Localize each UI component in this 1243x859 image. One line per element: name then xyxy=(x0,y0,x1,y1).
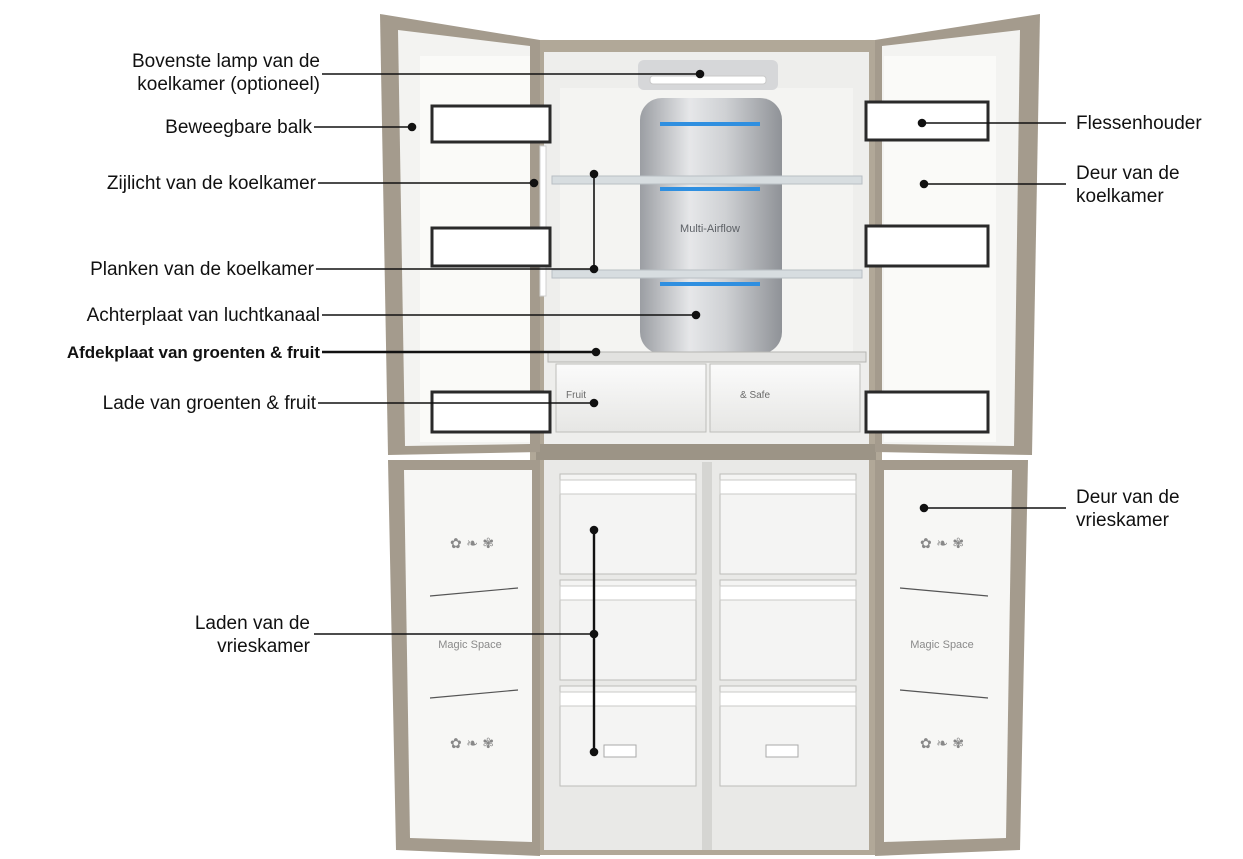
label-freezer-door-line2: vrieskamer xyxy=(1076,510,1169,531)
label-freezer-drawers-line2: vrieskamer xyxy=(217,636,310,657)
label-top-lamp: Bovenste lamp van de koelkamer (optionee… xyxy=(40,50,320,96)
right-fridge-door xyxy=(864,14,1040,455)
label-fridge-door: Deur van de koelkamer xyxy=(1076,162,1236,208)
left-freezer-door: Magic Space ✿ ❧ ✾ ✿ ❧ ✾ xyxy=(388,460,540,856)
label-freezer-door-line1: Deur van de xyxy=(1076,487,1180,508)
right-door-bin-2 xyxy=(864,224,990,268)
fridge-shelf-1 xyxy=(551,175,863,185)
led-strip-1 xyxy=(660,122,760,126)
label-crisper-drawer: Lade van groenten & fruit xyxy=(102,393,316,414)
safe-drawer-text: & Safe xyxy=(740,390,770,401)
crisper-drawer-right xyxy=(709,363,861,433)
label-fridge-door-line2: koelkamer xyxy=(1076,186,1164,207)
label-freezer-door: Deur van de vrieskamer xyxy=(1076,486,1236,532)
left-door-bin-1 xyxy=(430,104,552,144)
svg-text:✿ ❧ ✾: ✿ ❧ ✾ xyxy=(450,736,494,752)
magic-space-left-text: Magic Space xyxy=(438,639,502,651)
label-air-duct-plate: Achterplaat van luchtkanaal xyxy=(86,305,320,326)
left-door-bin-3 xyxy=(430,390,552,434)
label-top-lamp-line2: koelkamer (optioneel) xyxy=(137,74,320,95)
freezer-drawers-left xyxy=(559,473,697,787)
svg-text:✿ ❧ ✾: ✿ ❧ ✾ xyxy=(450,536,494,552)
left-fridge-door xyxy=(380,14,552,455)
led-strip-3 xyxy=(660,282,760,286)
led-strip-2 xyxy=(660,187,760,191)
multi-airflow-text: Multi-Airflow xyxy=(680,223,740,235)
label-shelves: Planken van de koelkamer xyxy=(90,259,314,280)
compartment-divider xyxy=(536,444,876,460)
label-side-light: Zijlicht van de koelkamer xyxy=(106,173,316,194)
right-door-bin-3 xyxy=(864,390,990,434)
leader-lines xyxy=(314,69,1066,757)
fruit-drawer-text: Fruit xyxy=(566,390,586,401)
crisper-cover-plate xyxy=(547,351,867,363)
air-duct-plate xyxy=(640,98,782,354)
top-lamp-light xyxy=(649,75,767,85)
freezer-drawers-right xyxy=(719,473,857,787)
label-bottle-holder: Flessenhouder xyxy=(1076,113,1202,134)
freezer-center-divider xyxy=(702,462,712,850)
label-freezer-drawers-line1: Laden van de xyxy=(194,613,310,634)
side-light-strip xyxy=(539,145,547,297)
svg-text:✿ ❧ ✾: ✿ ❧ ✾ xyxy=(920,536,964,552)
top-lamp-housing xyxy=(638,60,778,90)
right-door-bin-1 xyxy=(864,100,990,142)
label-freezer-drawers: Laden van de vrieskamer xyxy=(60,612,310,658)
magic-space-right-text: Magic Space xyxy=(910,639,974,651)
crisper-drawer-left xyxy=(555,363,707,433)
left-door-bin-2 xyxy=(430,226,552,268)
label-fridge-door-line1: Deur van de xyxy=(1076,163,1180,184)
fridge-shelf-2 xyxy=(551,269,863,279)
label-top-lamp-line1: Bovenste lamp van de xyxy=(131,51,320,72)
right-freezer-door: Magic Space ✿ ❧ ✾ ✿ ❧ ✾ xyxy=(875,460,1028,856)
label-crisper-cover: Afdekplaat van groenten & fruit xyxy=(66,343,320,362)
label-movable-bar: Beweegbare balk xyxy=(165,117,312,138)
svg-text:✿ ❧ ✾: ✿ ❧ ✾ xyxy=(920,736,964,752)
